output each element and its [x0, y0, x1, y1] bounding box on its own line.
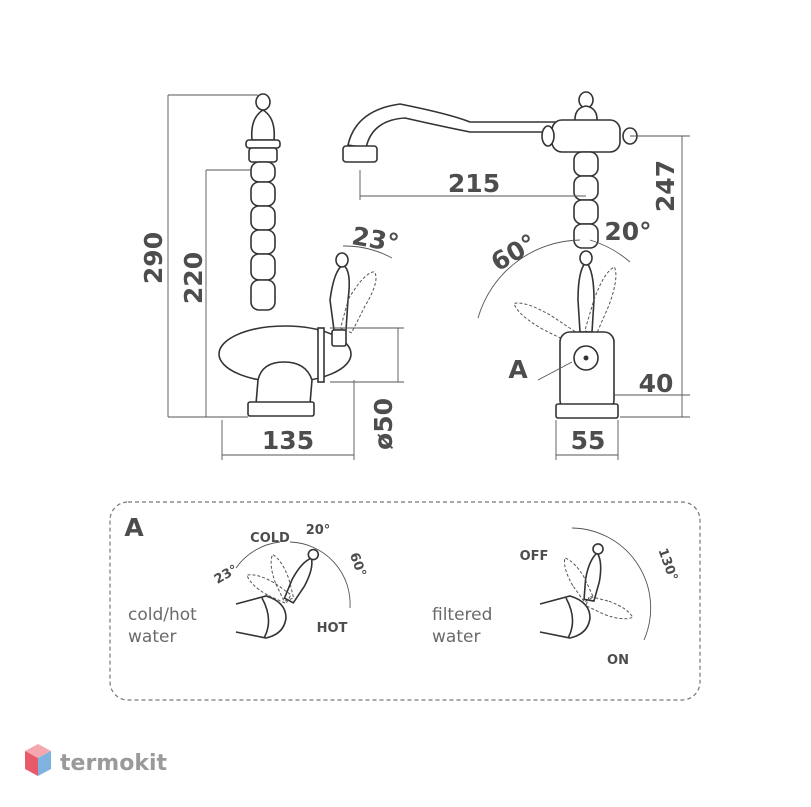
desc-cold-hot-line2: water: [128, 627, 176, 647]
dim-diameter-50: ø50: [369, 398, 398, 450]
brand-name: termokit: [60, 751, 167, 776]
dim-angle-60: 60°: [486, 228, 541, 277]
dim-40: 40: [639, 369, 674, 398]
desc-cold-hot-line1: cold/hot: [128, 605, 197, 625]
label-cold: COLD: [250, 531, 290, 546]
detail-angle-20: 20°: [306, 523, 331, 538]
label-on: ON: [607, 653, 629, 668]
dim-215: 215: [448, 169, 500, 198]
desc-filtered-line1: filtered: [432, 605, 492, 625]
dim-135: 135: [262, 426, 314, 455]
label-off: OFF: [520, 549, 549, 564]
detail-angle-23: 23°: [212, 562, 241, 587]
detail-panel: A COLD HOT 20° 23° 60° cold/hot water: [109, 501, 701, 701]
dim-247: 247: [651, 160, 680, 212]
dim-290: 290: [139, 232, 168, 284]
detail-callout: A: [124, 513, 144, 542]
brand-logo: termokit: [25, 744, 167, 776]
detail-marker-a: A: [508, 355, 528, 384]
front-view: 215 247 55 40 60° 20° A: [342, 91, 690, 460]
label-hot: HOT: [317, 621, 348, 636]
cube-icon: [25, 744, 51, 776]
filtered-detail: OFF ON 130° filtered water: [432, 527, 680, 668]
side-view: 290 220 135 ø50 23°: [139, 93, 404, 460]
dim-220: 220: [179, 252, 208, 304]
cold-hot-detail: COLD HOT 20° 23° 60° cold/hot water: [128, 523, 369, 647]
detail-angle-130: 130°: [654, 546, 680, 583]
detail-angle-60: 60°: [346, 551, 369, 579]
dim-55: 55: [571, 426, 606, 455]
dim-angle-20: 20°: [604, 217, 651, 246]
desc-filtered-line2: water: [432, 627, 480, 647]
dim-angle-23: 23°: [350, 221, 402, 258]
